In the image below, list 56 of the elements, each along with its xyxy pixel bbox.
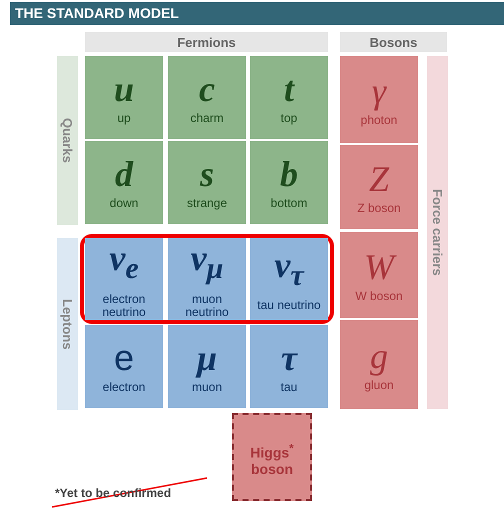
particle-symbol: g bbox=[370, 337, 388, 375]
particle-name: photon bbox=[360, 114, 398, 127]
particle-name: Higgs$^{*}$ boson bbox=[249, 441, 295, 477]
particle-name: charm bbox=[190, 112, 224, 125]
particle-name: electron neutrino bbox=[101, 292, 147, 319]
particle-symbol: e bbox=[114, 339, 134, 377]
group-band: Quarks bbox=[57, 56, 78, 225]
particle-symbol: ν$_{τ}$ bbox=[274, 246, 304, 294]
particle-cell bbox=[85, 325, 163, 408]
particle-name: bottom bbox=[270, 197, 308, 210]
particle-symbol: τ bbox=[281, 339, 297, 377]
particle-name: Z boson bbox=[357, 202, 401, 214]
group-band: Leptons bbox=[57, 238, 78, 410]
particle-cell bbox=[250, 325, 328, 408]
particle-name: up bbox=[117, 112, 131, 125]
particle-cell bbox=[250, 56, 328, 139]
highlight-frame bbox=[80, 234, 334, 324]
particle-symbol: u bbox=[114, 70, 134, 108]
particle-cell bbox=[85, 238, 163, 320]
particle-symbol: b bbox=[280, 155, 298, 193]
particle-name: muon bbox=[192, 381, 222, 394]
particle-cell bbox=[340, 320, 418, 409]
particle-name: tau neutrino bbox=[257, 299, 321, 312]
particle-symbol: γ bbox=[372, 72, 386, 110]
header-band: Bosons bbox=[340, 32, 447, 52]
group-band: Force carriers bbox=[427, 56, 448, 409]
particle-symbol: μ bbox=[196, 339, 218, 377]
particle-cell bbox=[168, 56, 246, 139]
particle-cell bbox=[168, 141, 246, 224]
particle-cell bbox=[340, 145, 418, 229]
particle-name: top bbox=[280, 112, 298, 125]
particle-symbol: t bbox=[284, 70, 294, 108]
particle-cell bbox=[168, 325, 246, 408]
particle-name: tau bbox=[280, 381, 298, 394]
particle-symbol: ν$_{e}$ bbox=[109, 239, 139, 288]
particle-symbol: c bbox=[199, 70, 215, 108]
particle-symbol: Z bbox=[368, 160, 390, 198]
particle-cell bbox=[168, 238, 246, 320]
particle-box bbox=[232, 413, 312, 501]
particle-symbol: s bbox=[200, 155, 214, 193]
particle-name: gluon bbox=[364, 379, 394, 392]
title-bar: THE STANDARD MODEL bbox=[10, 2, 504, 25]
particle-cell bbox=[250, 141, 328, 224]
particle-cell bbox=[340, 232, 418, 318]
particle-cell bbox=[340, 56, 418, 143]
particle-cell bbox=[85, 141, 163, 224]
particle-name: down bbox=[110, 197, 138, 210]
particle-symbol: ν$_{μ}$ bbox=[190, 239, 224, 288]
particle-name: strange bbox=[186, 197, 228, 210]
particle-cell bbox=[85, 56, 163, 139]
particle-name: electron bbox=[102, 381, 146, 394]
particle-symbol: d bbox=[115, 155, 133, 193]
particle-cell bbox=[250, 238, 328, 320]
header-band: Fermions bbox=[85, 32, 328, 52]
particle-name: W boson bbox=[355, 290, 403, 302]
particle-name: muon neutrino bbox=[184, 292, 230, 319]
